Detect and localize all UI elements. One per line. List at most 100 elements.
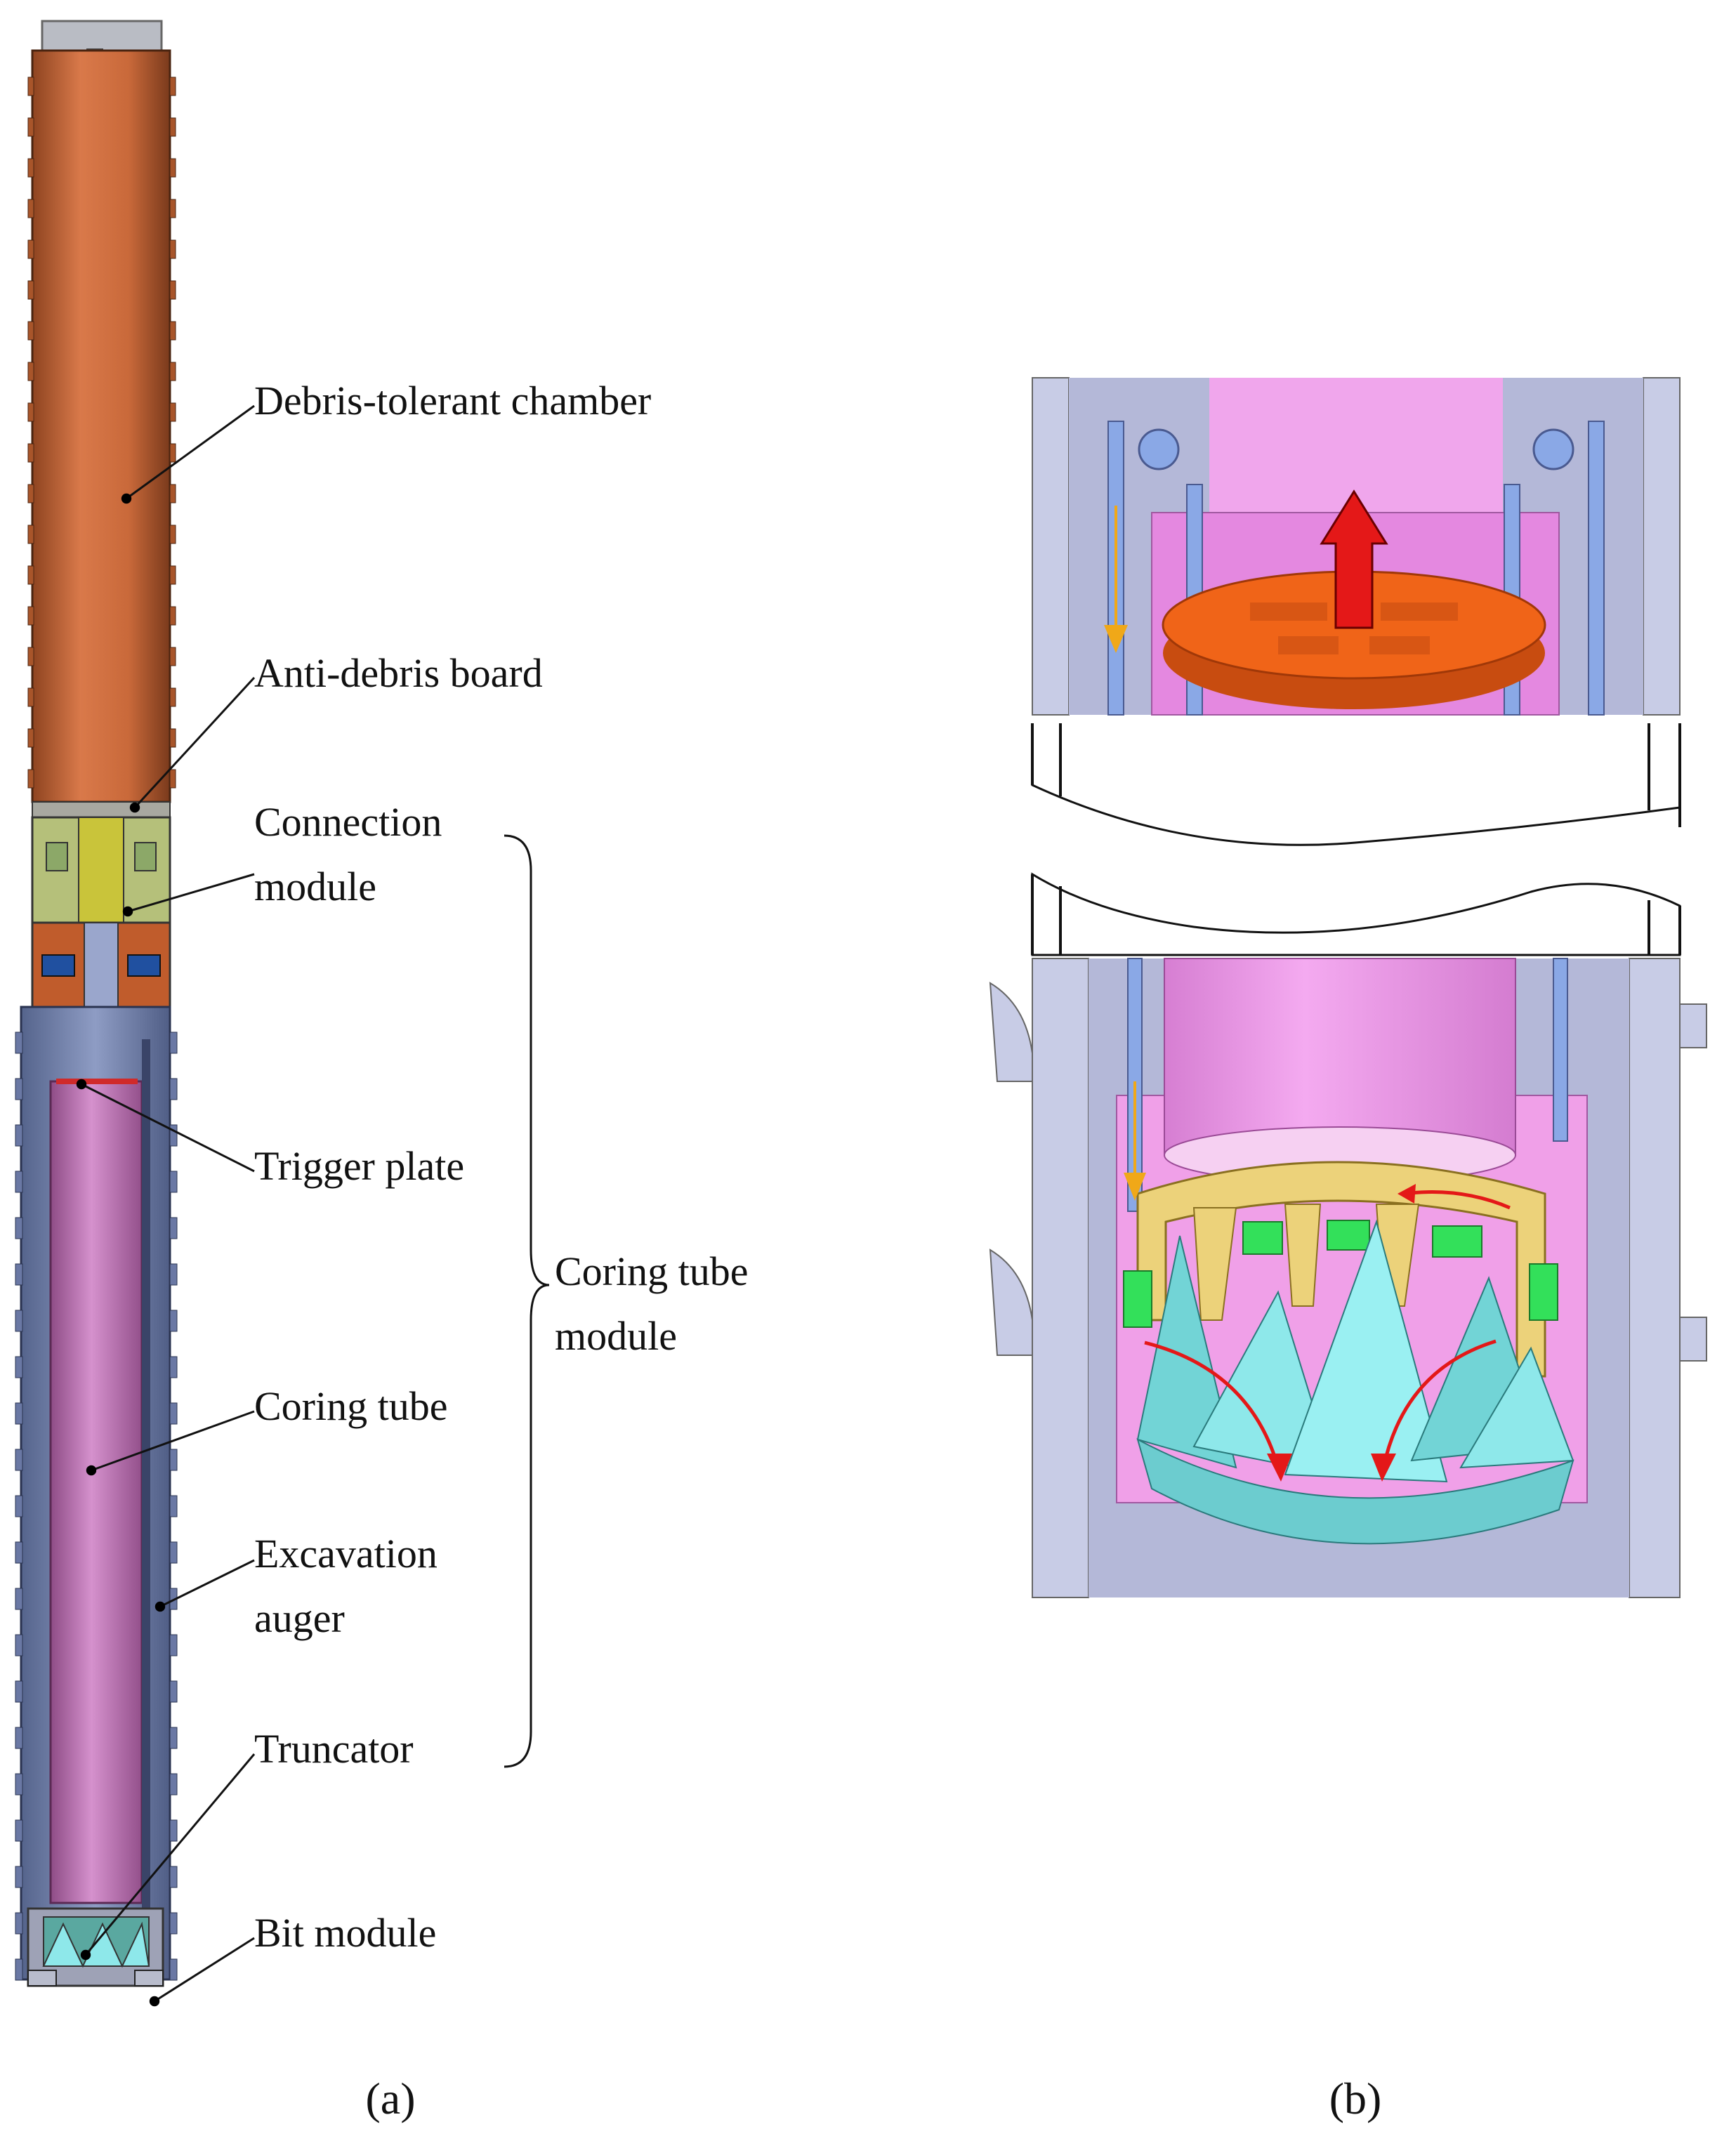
red-arrow-right <box>1381 1339 1497 1468</box>
auger-flight <box>15 1217 23 1239</box>
connection-bearing-right <box>127 954 161 977</box>
red-up-arrow <box>1320 489 1388 629</box>
label-trigger-plate: Trigger plate <box>254 1143 464 1189</box>
auger-flight <box>169 1634 178 1656</box>
cyan-tooth-2 <box>1192 1290 1336 1476</box>
auger-flight <box>169 1171 178 1193</box>
bottom-rod-right <box>1553 958 1568 1142</box>
inner-wall <box>142 1039 150 1910</box>
coring-tube-part <box>49 1080 143 1904</box>
labels-a: Debris-tolerant chamber Anti-debris boar… <box>254 378 748 1956</box>
label-coring-tube-module-1: Coring tube <box>555 1248 748 1294</box>
bottom-break-line <box>1031 872 1681 956</box>
auger-flight <box>15 1263 23 1286</box>
sleeve-right-lug-1 <box>1679 1003 1707 1048</box>
chamber-ridge <box>27 402 34 422</box>
bit-cutter-right <box>134 1970 164 1986</box>
auger-flight <box>15 1866 23 1888</box>
chamber-ridge <box>169 687 176 707</box>
detail-top-view <box>1031 377 1681 846</box>
chamber-ridge <box>169 158 176 178</box>
auger-flight <box>15 1124 23 1147</box>
auger-flight <box>15 1727 23 1749</box>
red-arrow-left <box>1144 1340 1280 1468</box>
chamber-ridge <box>27 606 34 626</box>
auger-flight <box>169 1541 178 1564</box>
chamber-ridge <box>169 280 176 300</box>
auger-flight <box>15 1588 23 1610</box>
auger-flight <box>15 1819 23 1842</box>
label-debris-chamber: Debris-tolerant chamber <box>254 378 651 423</box>
label-coring-tube-module-2: module <box>555 1313 677 1359</box>
leader-lines <box>76 404 256 2007</box>
chamber-ridge <box>169 77 176 96</box>
leader-truncator <box>80 1753 256 1961</box>
cyan-tooth-5 <box>1459 1346 1574 1469</box>
label-connection-module-2: module <box>254 864 376 909</box>
chamber-ridge <box>169 362 176 381</box>
truncator-teeth <box>42 1921 150 1968</box>
chamber-ridge <box>27 239 34 259</box>
top-right-wall <box>1643 377 1681 716</box>
chamber-ridge <box>169 484 176 503</box>
top-cap <box>41 20 163 52</box>
chamber-ridge <box>27 687 34 707</box>
auger-flight <box>169 1912 178 1935</box>
gold-tab-2 <box>1284 1204 1322 1307</box>
leader-bit-module <box>149 1937 255 2007</box>
red-arrow-top <box>1404 1190 1511 1210</box>
chamber-ridges <box>27 77 176 789</box>
top-break-line <box>1031 723 1681 846</box>
auger-flight <box>169 1356 178 1378</box>
auger-flight <box>169 1495 178 1517</box>
top-left-wall <box>1032 377 1070 716</box>
sleeve-right-lug-2 <box>1679 1317 1707 1362</box>
label-excavation-auger-2: auger <box>254 1595 345 1641</box>
chamber-ridge <box>27 443 34 463</box>
cyan-base <box>1136 1438 1574 1545</box>
red-arrow-top-head <box>1398 1184 1416 1204</box>
chamber-ridge <box>169 769 176 789</box>
chamber-ridge <box>27 321 34 341</box>
chamber-ridge <box>169 239 176 259</box>
chamber-ridge <box>169 402 176 422</box>
orange-plate-slot-1 <box>1250 602 1327 621</box>
auger-flight <box>169 1402 178 1425</box>
label-excavation-auger-1: Excavation <box>254 1531 438 1576</box>
auger-flight <box>15 1078 23 1100</box>
auger-flight <box>15 1171 23 1193</box>
caption-a: (a) <box>365 2074 415 2123</box>
cyan-tooth-3 <box>1284 1219 1448 1483</box>
chamber-ridge <box>27 199 34 218</box>
chamber-ridge <box>169 199 176 218</box>
label-connection-module-1: Connection <box>254 799 442 845</box>
label-truncator: Truncator <box>254 1726 414 1772</box>
drill-assembly <box>15 20 178 1987</box>
orange-plate-slot-3 <box>1278 636 1339 654</box>
auger-flight <box>169 1727 178 1749</box>
auger-flight <box>169 1866 178 1888</box>
debris-tolerant-chamber <box>31 49 171 803</box>
chamber-ridge <box>27 117 34 137</box>
auger-flight <box>169 1078 178 1100</box>
chamber-ridge <box>169 647 176 666</box>
chamber-ridge <box>27 647 34 666</box>
connection-bolt-left <box>46 842 68 871</box>
leader-connection <box>122 873 255 917</box>
sleeve-left <box>1032 958 1089 1598</box>
green-segment-1 <box>1242 1221 1283 1255</box>
chamber-ridge <box>169 606 176 626</box>
chamber-ridge <box>169 117 176 137</box>
top-right-rod-2 <box>1588 421 1605 716</box>
chamber-ridge <box>27 525 34 544</box>
auger-flight <box>15 1958 23 1981</box>
sleeve-left-notch-1 <box>989 982 1033 1082</box>
coring-tube-module-brace <box>504 834 550 1768</box>
auger-flight <box>169 1819 178 1842</box>
chamber-ridge <box>169 321 176 341</box>
auger-flight <box>15 1032 23 1054</box>
trigger-plate-part <box>56 1079 138 1084</box>
auger-flight <box>15 1356 23 1378</box>
auger-flight <box>15 1310 23 1332</box>
green-segment-2 <box>1327 1220 1370 1251</box>
